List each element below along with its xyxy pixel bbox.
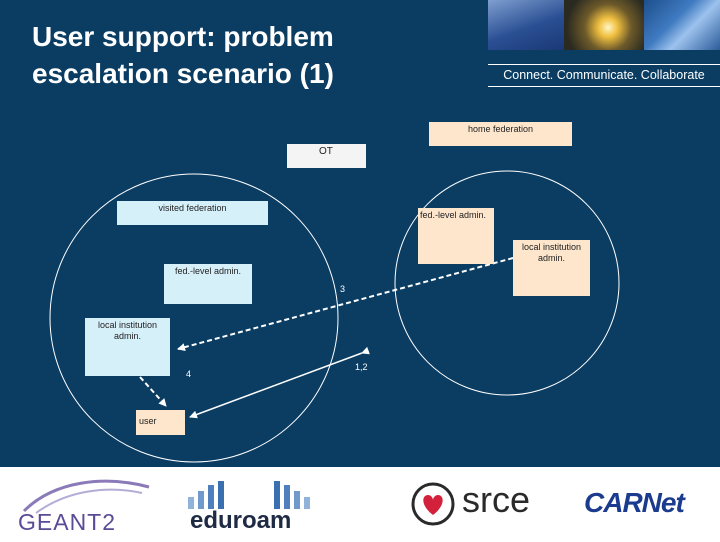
- visited-local-admin-label-1: local institution: [97, 320, 158, 330]
- eduroam-logo: eduroam: [182, 473, 316, 537]
- home-federation-label: home federation: [467, 124, 534, 134]
- lightbulb-photo: [564, 0, 644, 50]
- user-label: user: [139, 416, 157, 426]
- tagline-divider-bottom: [488, 86, 720, 87]
- srce-logo: srce: [410, 477, 560, 533]
- home-local-admin-box: local institution admin.: [513, 240, 590, 296]
- geant2-logo: GEANT2: [14, 475, 156, 537]
- footer-logo-bar: GEANT2 eduroam srce CARNet: [0, 467, 720, 540]
- home-fed-admin-label: fed.-level admin.: [420, 210, 487, 220]
- visited-federation-label: visited federation: [158, 203, 227, 213]
- slide-main-area: User support: problem escalation scenari…: [0, 0, 720, 467]
- tagline: Connect. Communicate. Collaborate: [503, 68, 705, 82]
- title-line-1: User support: problem: [32, 21, 334, 52]
- ot-label: OT: [319, 146, 333, 157]
- carnet-logo: CARNet: [584, 483, 704, 527]
- slide-title: User support: problem escalation scenari…: [32, 18, 452, 92]
- arrow-step-1-2: [189, 346, 370, 419]
- network-map-photo: [644, 0, 720, 50]
- home-federation-circle: [394, 170, 620, 396]
- visited-local-admin-box: local institution admin.: [85, 318, 170, 376]
- home-local-admin-label-1: local institution: [521, 242, 582, 252]
- geant2-swoosh-icon: [22, 479, 150, 514]
- eduroam-wordmark: eduroam: [190, 507, 292, 534]
- visited-local-admin-label-2: admin.: [113, 331, 141, 341]
- arrow-label-4: 4: [186, 369, 191, 379]
- visited-federation-box: visited federation: [117, 201, 268, 225]
- arrow-step-4: [139, 376, 167, 407]
- srce-wordmark: srce: [462, 479, 531, 520]
- home-federation-box: home federation: [429, 122, 572, 146]
- srce-heart-icon: [411, 482, 455, 526]
- arrow-label-3: 3: [340, 284, 345, 294]
- eduroam-signal-icon: [188, 481, 310, 509]
- title-line-2: escalation scenario (1): [32, 58, 334, 89]
- visited-federation-circle: [49, 173, 339, 463]
- carnet-wordmark: CARNet: [584, 487, 685, 518]
- visited-fed-admin-box: fed.-level admin.: [164, 264, 252, 304]
- arrow-label-1-2: 1,2: [355, 362, 368, 372]
- ot-box: OT: [287, 144, 366, 168]
- home-fed-admin-box: fed.-level admin.: [418, 208, 494, 264]
- home-local-admin-label-2: admin.: [537, 253, 565, 263]
- arrow-step-3: [177, 257, 514, 352]
- diagram-canvas: 3 4 1,2: [49, 170, 620, 463]
- visited-fed-admin-label: fed.-level admin.: [174, 266, 242, 276]
- eu-flags-photo: [488, 0, 564, 50]
- user-box: user: [136, 410, 185, 435]
- geant2-wordmark: GEANT2: [18, 509, 117, 535]
- header-photo-strip: [488, 0, 720, 50]
- tagline-divider-top: [488, 64, 720, 65]
